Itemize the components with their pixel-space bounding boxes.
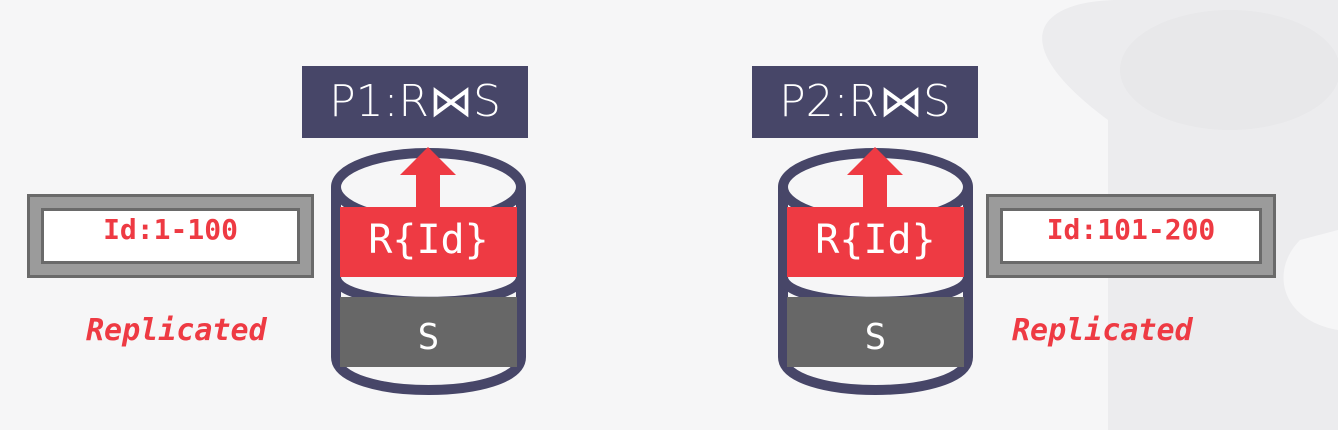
- node-1-database-icon: [331, 147, 526, 395]
- node-2-database-icon: [778, 147, 973, 395]
- node-1-up-arrow-icon: [400, 147, 456, 209]
- node-1-range-label: Id:1-100: [41, 208, 300, 264]
- node-1-replicated-label: Replicated: [86, 313, 267, 348]
- node-2-s-table: [787, 297, 964, 367]
- node-1-s-table: [340, 297, 517, 367]
- node-2-range-box: Id:101-200: [986, 194, 1276, 278]
- node-2-title: P2:R⋈S: [752, 66, 978, 138]
- node-2-up-arrow-icon: [847, 147, 903, 209]
- node-2-r-partition: [787, 207, 964, 277]
- node-1-range-box: Id:1-100: [27, 194, 314, 278]
- node-1-r-partition: [340, 207, 517, 277]
- node-1-title: P1:R⋈S: [302, 66, 528, 138]
- node-2-r-label: R{Id}: [815, 217, 936, 263]
- node-1-s-label: S: [417, 317, 440, 358]
- node-1-r-label: R{Id}: [368, 217, 489, 263]
- node-2-s-label: S: [864, 317, 887, 358]
- node-2-replicated-label: Replicated: [1012, 313, 1193, 348]
- node-2-range-label: Id:101-200: [1000, 208, 1262, 264]
